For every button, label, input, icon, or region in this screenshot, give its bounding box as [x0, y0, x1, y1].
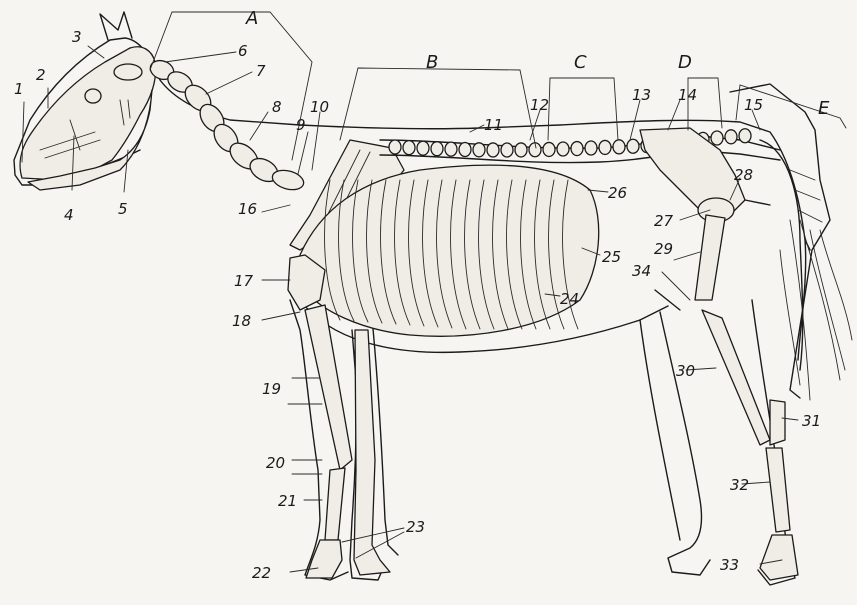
- cannon-bone-front: [325, 468, 345, 540]
- vertebra: [613, 140, 625, 154]
- part-label-21: 21: [278, 492, 297, 510]
- hind-leg-far-outline: [640, 320, 680, 540]
- vertebra: [571, 142, 583, 156]
- vertebra: [473, 143, 485, 157]
- vertebra: [459, 143, 471, 157]
- region-label-C: C: [574, 52, 587, 73]
- calcaneus-hock: [770, 400, 785, 445]
- part-label-2: 2: [36, 66, 46, 84]
- vertebra: [557, 142, 569, 156]
- part-label-7: 7: [256, 62, 266, 80]
- vertebra: [487, 143, 499, 157]
- part-label-10: 10: [310, 98, 329, 116]
- radius-ulna-bone: [305, 305, 352, 470]
- part-label-6: 6: [238, 42, 248, 60]
- part-label-9: 9: [296, 116, 306, 134]
- vertebra: [515, 143, 527, 157]
- part-label-3: 3: [72, 28, 82, 46]
- part-label-24: 24: [560, 290, 579, 308]
- part-label-11: 11: [484, 116, 503, 134]
- part-label-29: 29: [654, 240, 673, 258]
- part-label-28: 28: [734, 166, 753, 184]
- bracket-B: [340, 68, 536, 148]
- vertebra: [501, 143, 513, 157]
- vertebra: [711, 131, 723, 145]
- part-label-19: 19: [262, 380, 281, 398]
- part-label-8: 8: [272, 98, 282, 116]
- vertebra: [725, 130, 737, 144]
- part-label-32: 32: [730, 476, 749, 494]
- region-label-B: B: [426, 52, 438, 73]
- part-label-17: 17: [234, 272, 254, 290]
- vertebra: [403, 141, 415, 155]
- part-label-27: 27: [654, 212, 674, 230]
- part-label-25: 25: [602, 248, 621, 266]
- orbit-eye-socket: [85, 89, 101, 103]
- part-label-12: 12: [530, 96, 549, 114]
- part-label-4: 4: [64, 206, 74, 224]
- vertebra: [417, 141, 429, 155]
- tibia-bone: [702, 310, 770, 445]
- region-label-E: E: [818, 98, 830, 119]
- part-label-15: 15: [744, 96, 763, 114]
- ears: [100, 12, 132, 40]
- part-label-1: 1: [14, 80, 24, 98]
- vertebra: [627, 139, 639, 153]
- part-label-13: 13: [632, 86, 651, 104]
- part-label-14: 14: [678, 86, 697, 104]
- femur-bone: [695, 215, 725, 300]
- vertebra: [599, 140, 611, 154]
- bracket-C: [548, 78, 618, 140]
- part-label-23: 23: [406, 518, 425, 536]
- part-label-33: 33: [720, 556, 739, 574]
- part-label-22: 22: [252, 564, 271, 582]
- part-label-30: 30: [676, 362, 695, 380]
- part-label-20: 20: [266, 454, 285, 472]
- ischium-extension: [745, 200, 770, 205]
- part-label-34: 34: [632, 262, 651, 280]
- vertebra: [543, 142, 555, 156]
- part-label-26: 26: [608, 184, 627, 202]
- tail-hair: [780, 220, 852, 400]
- vertebra: [739, 129, 751, 143]
- vertebra: [585, 141, 597, 155]
- part-label-31: 31: [802, 412, 821, 430]
- region-label-D: D: [678, 52, 692, 73]
- vertebra: [431, 142, 443, 156]
- front-leg-far-outline: [372, 318, 398, 555]
- hind-cannon-bone: [766, 448, 790, 532]
- region-label-A: A: [245, 8, 258, 29]
- part-label-5: 5: [118, 200, 128, 218]
- vertebra: [445, 142, 457, 156]
- part-label-18: 18: [232, 312, 251, 330]
- hind-pastern-hoof: [760, 535, 798, 580]
- vertebra: [389, 140, 401, 154]
- temporal-fossa: [114, 64, 142, 80]
- part-label-16: 16: [238, 200, 257, 218]
- cervical-vertebrae: [148, 57, 306, 192]
